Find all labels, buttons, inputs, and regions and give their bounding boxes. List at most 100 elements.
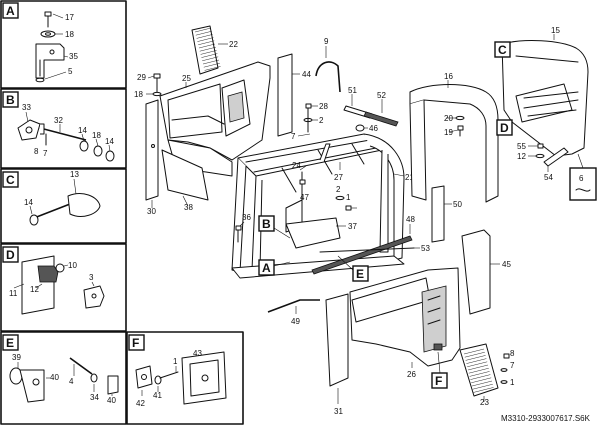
panel-vent [421,285,447,353]
grille-line [468,367,489,374]
panel-frame [0,0,127,89]
washer [93,145,103,157]
grille-line [464,351,485,358]
grille-line [472,383,493,390]
screw [159,371,179,379]
part-number: 49 [291,317,300,326]
panel-tag [2,171,19,188]
grille-line [194,27,212,33]
washer [105,150,115,162]
washer [79,140,89,152]
grille-line [470,374,491,380]
panel-frame [0,168,127,244]
panel-31 [325,293,349,387]
part-number: 20 [444,114,453,123]
part-number: 8 [34,147,39,156]
strut-bracket [19,369,45,403]
grille-line [471,380,493,387]
part-number: 27 [334,173,343,182]
part-number: 24 [292,161,301,170]
lower-side-panel: 26 31 49 [267,267,461,416]
grille-line [467,361,488,368]
part-number: 14 [78,126,87,135]
detail-panel-f: F 43 42 41 1 [126,331,244,425]
grille-line [471,377,492,384]
latch [37,265,59,283]
panel-frame [0,243,127,332]
pillar-44 [277,53,293,137]
part-number: 4 [69,377,74,386]
hinge-plate [17,119,41,141]
callout-d[interactable]: D [496,119,513,136]
panel-frame [126,331,244,425]
panel-tag [2,334,19,351]
part-number: 7 [510,361,515,370]
part-number: 7 [43,149,48,158]
left-side-panel: 38 30 25 29 18 [134,61,271,216]
part-number: 32 [54,116,63,125]
grille-line [473,387,494,393]
part-number: 19 [444,128,453,137]
pin [39,127,87,141]
grille-line [197,37,214,42]
callout-f[interactable]: F [431,351,448,389]
svg-text:B: B [262,217,271,231]
grille-pattern [194,27,221,71]
callout-a[interactable]: A [258,259,291,276]
part-number: 7 [291,132,296,141]
part-number: 21 [405,173,414,182]
pin-collar [40,123,45,135]
seal-strips: 51 52 46 [343,86,399,133]
part-number: 5 [68,67,73,76]
washer [40,30,56,38]
callout-6[interactable]: 6 [569,153,597,201]
side-strip-30 [145,99,159,201]
side-window [227,91,245,123]
part-number: 14 [24,198,33,207]
grille-23: 23 7 8 1 [459,343,515,407]
side-panel-38 [161,149,209,201]
bolt [69,357,93,375]
part-number: 41 [153,391,162,400]
part-number: 16 [444,72,453,81]
part-number: 45 [502,260,511,269]
part-number: 8 [510,349,515,358]
rubber-bumper [67,193,101,217]
grille-line [204,66,221,71]
latch-pin [55,263,65,273]
callout-b[interactable]: B [258,215,291,239]
screw-head [44,11,52,17]
part-number: 15 [551,26,560,35]
panel-tag-label: B [6,93,15,107]
part-number: 10 [68,261,77,270]
grille-line [201,53,218,58]
callout-c[interactable]: C [494,41,511,58]
part-number: 18 [134,90,143,99]
bracket-small [107,375,119,395]
detail-panel-e: E 39 40 4 34 40 [0,331,127,425]
grille-line [466,358,487,364]
part-number: 47 [300,193,309,202]
part-number: 23 [480,398,489,407]
part-number: 31 [334,407,343,416]
part-number: 53 [421,244,430,253]
handle-housing [181,351,227,405]
panel-frame [0,331,127,425]
part-number: 51 [348,86,357,95]
part-number: 38 [184,203,193,212]
rear-panel-15 [501,40,589,157]
part-number: 17 [65,13,74,22]
panel-tag [2,246,19,263]
cab-frame: 21 27 24 47 2 1 36 [231,133,414,279]
floor-seals: 37 48 53 [285,215,430,275]
callout-e[interactable]: E [337,255,369,282]
part-number: 14 [105,137,114,146]
svg-text:A: A [262,261,271,275]
part-number: 34 [90,393,99,402]
insert-50 [431,185,445,243]
part-number: 52 [377,91,386,100]
grille-line [202,56,219,62]
svg-text:E: E [356,267,364,281]
pillar-trim: 44 9 [277,37,341,137]
